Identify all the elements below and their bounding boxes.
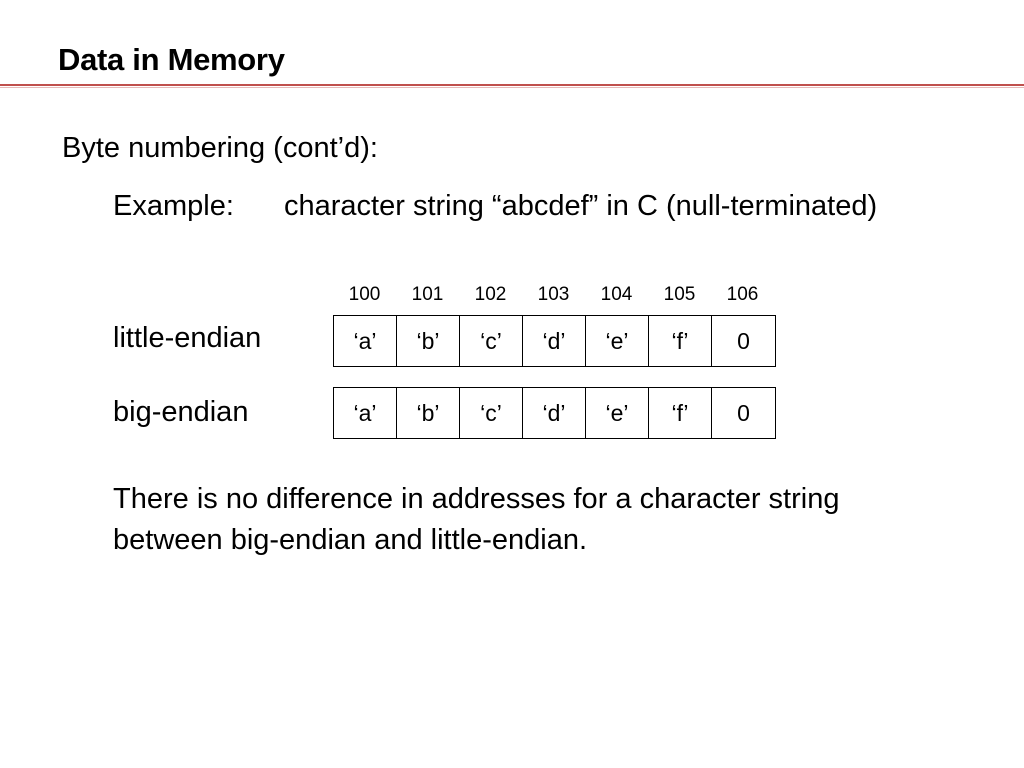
memory-cell: ‘f’ <box>649 388 712 438</box>
big-endian-label: big-endian <box>113 396 249 428</box>
memory-cell: ‘f’ <box>649 316 712 366</box>
memory-cell: ‘c’ <box>460 388 523 438</box>
example-text: character string “abcdef” in C (null-ter… <box>284 190 878 222</box>
title-divider <box>0 84 1024 86</box>
address-row: 100 101 102 103 104 105 106 <box>333 282 774 308</box>
address-label: 103 <box>537 284 570 305</box>
title-divider-shadow <box>0 87 1024 88</box>
memory-cell: ‘a’ <box>334 316 397 366</box>
big-endian-memory-row: ‘a’ ‘b’ ‘c’ ‘d’ ‘e’ ‘f’ 0 <box>333 387 776 439</box>
memory-cell: ‘e’ <box>586 316 649 366</box>
address-label: 100 <box>348 284 381 305</box>
address-label: 106 <box>726 284 759 305</box>
memory-cell: 0 <box>737 399 750 426</box>
little-endian-label: little-endian <box>113 322 262 354</box>
conclusion-note: There is no difference in addresses for … <box>113 479 839 561</box>
memory-cell: ‘c’ <box>460 316 523 366</box>
memory-cell: ‘d’ <box>523 388 586 438</box>
memory-cell: ‘d’ <box>523 316 586 366</box>
memory-cell: 0 <box>737 327 750 354</box>
memory-cell: ‘b’ <box>397 388 460 438</box>
slide-title: Data in Memory <box>58 42 285 77</box>
conclusion-line: between big-endian and little-endian. <box>113 524 588 556</box>
little-endian-memory-row: ‘a’ ‘b’ ‘c’ ‘d’ ‘e’ ‘f’ 0 <box>333 315 776 367</box>
section-heading: Byte numbering (cont’d): <box>62 132 378 164</box>
address-label: 105 <box>663 284 696 305</box>
address-label: 104 <box>600 284 633 305</box>
memory-cell: ‘a’ <box>334 388 397 438</box>
conclusion-line: There is no difference in addresses for … <box>113 483 840 515</box>
memory-cell: ‘b’ <box>397 316 460 366</box>
example-label: Example: <box>113 190 234 222</box>
address-label: 102 <box>474 284 507 305</box>
address-label: 101 <box>411 284 444 305</box>
memory-cell: ‘e’ <box>586 388 649 438</box>
